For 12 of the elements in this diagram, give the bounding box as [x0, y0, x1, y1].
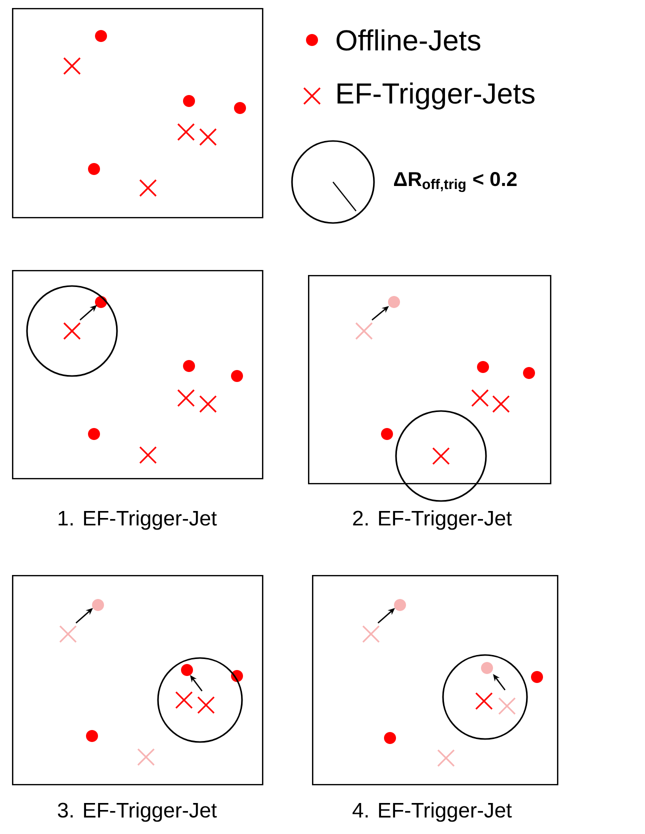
- panel-box: [12, 8, 264, 218]
- panel-box: [308, 275, 552, 484]
- formula-text: ΔR$_{off,trig}$ < 0.2: [394, 172, 517, 192]
- panel-box: [12, 270, 264, 480]
- panel-caption: 2. EF-Trigger-Jet: [353, 510, 512, 530]
- panel-caption: 3. EF-Trigger-Jet: [58, 802, 217, 822]
- legend-text: Offline-Jets: [336, 29, 480, 51]
- panel-caption: 4. EF-Trigger-Jet: [352, 802, 512, 822]
- panel-box: [12, 575, 264, 786]
- panel-caption: 1. EF-Trigger-Jet: [58, 510, 217, 530]
- panel-box: [312, 575, 558, 786]
- legend-text: EF-Trigger-Jets: [338, 82, 534, 110]
